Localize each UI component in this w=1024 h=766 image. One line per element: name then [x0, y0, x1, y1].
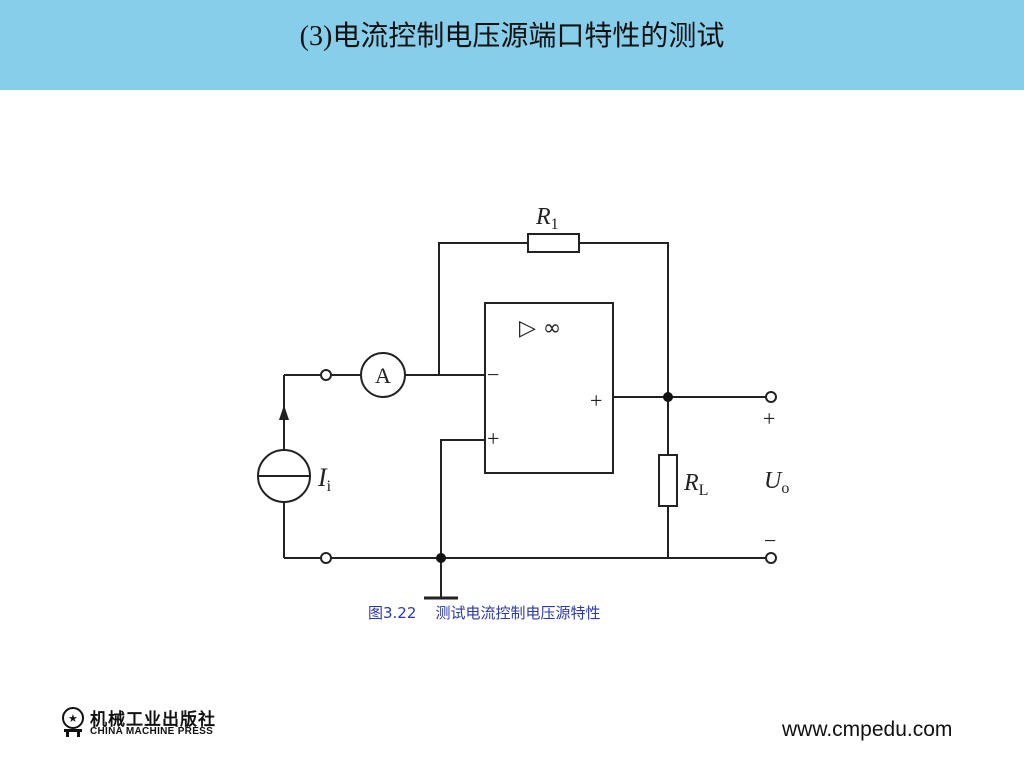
publisher-logo: ★ 机械工业出版社 CHINA MACHINE PRESS	[60, 705, 260, 745]
slide-title: (3)电流控制电压源端口特性的测试	[0, 0, 1024, 70]
title-prefix: (3)	[299, 21, 333, 52]
wire-plus-input	[440, 439, 485, 558]
resistor-r1	[527, 233, 580, 253]
label-opamp-plus-in: +	[487, 426, 499, 451]
label-uo-sub: o	[781, 480, 789, 497]
caption-text: 测试电流控制电压源特性	[435, 604, 601, 622]
caption-figure-number: 图3.22	[368, 604, 417, 622]
label-uo: Uo	[764, 468, 789, 497]
junction-output	[663, 392, 673, 402]
title-bar	[0, 0, 1024, 90]
label-ii-sub: i	[327, 478, 332, 495]
terminal-input-top	[320, 369, 332, 381]
label-out-minus: −	[764, 528, 776, 553]
figure-caption: 图3.22 测试电流控制电压源特性	[368, 602, 601, 623]
label-opamp-symbol: ▷ ∞	[519, 316, 561, 341]
terminal-output-top	[765, 391, 777, 403]
label-r1: R1	[535, 204, 559, 233]
label-rl-sub: L	[699, 482, 709, 499]
terminal-output-bottom	[765, 552, 777, 564]
svg-text:★: ★	[68, 712, 78, 725]
wire-feedback-right	[579, 242, 669, 397]
label-out-plus: +	[763, 406, 775, 431]
publisher-name-en: CHINA MACHINE PRESS	[90, 726, 214, 737]
publisher-emblem-icon: ★	[62, 707, 84, 737]
current-arrow-head	[279, 405, 289, 420]
terminal-input-bottom	[320, 552, 332, 564]
label-r1-sub: 1	[551, 216, 559, 233]
resistor-rl	[658, 454, 678, 507]
label-rl: RL	[683, 470, 708, 499]
label-opamp-minus: −	[487, 362, 499, 387]
publisher-name-cn: 机械工业出版社	[90, 710, 216, 730]
wire-feedback-left	[438, 242, 528, 375]
label-opamp-plus-out: +	[590, 388, 602, 413]
title-text: 电流控制电压源端口特性的测试	[332, 19, 725, 52]
label-ammeter: A	[375, 363, 391, 388]
junction-ground	[436, 553, 446, 563]
label-ii: Ii	[317, 463, 332, 495]
website-url: www.cmpedu.com	[782, 718, 953, 741]
opamp-box	[484, 302, 614, 474]
